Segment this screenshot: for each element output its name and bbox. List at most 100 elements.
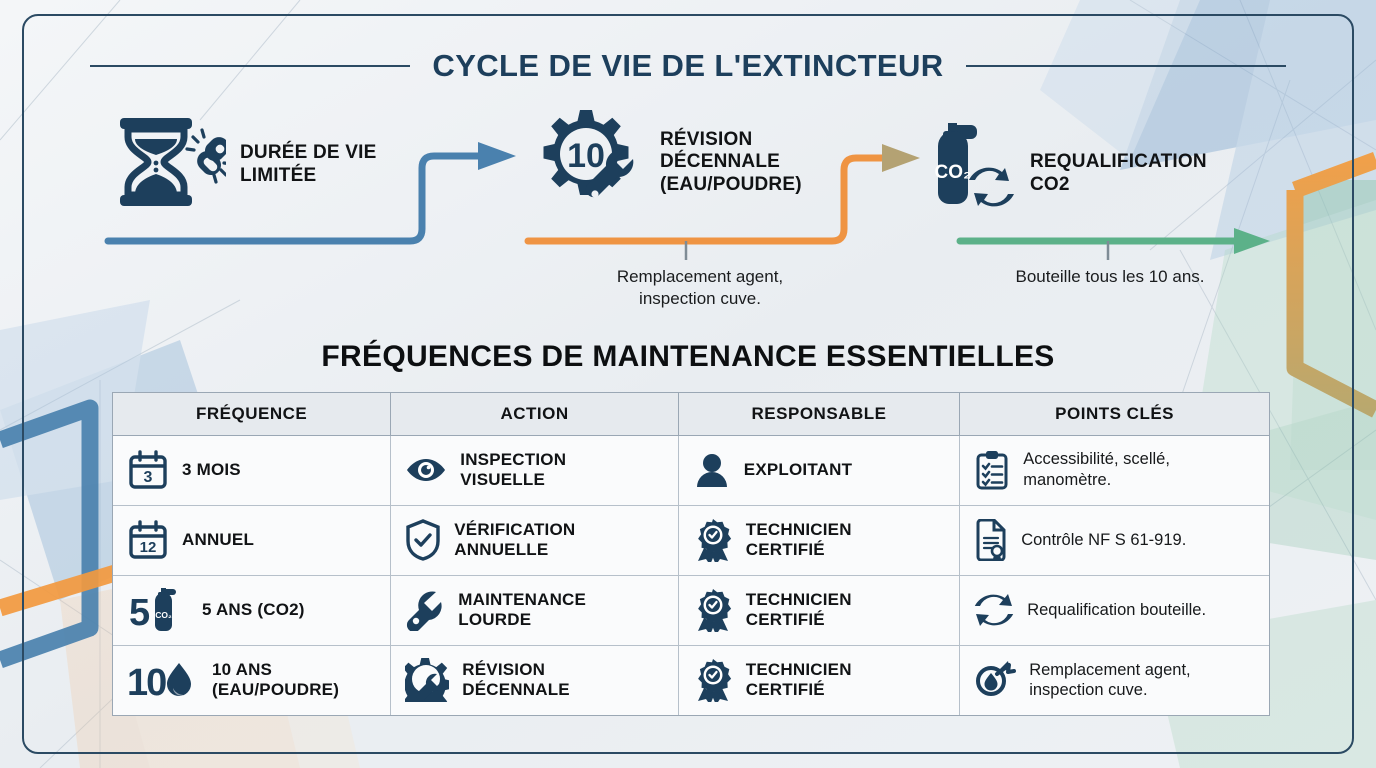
responsable-line-1: TECHNICIEN [745,519,852,539]
connector-blue [104,152,484,245]
drop-magnifier-icon [974,659,1017,701]
flow-step-revision-decennale[interactable]: 10 RÉVISION DÉCENNALE (EAU/POUDRE) [528,108,802,217]
cell-points-cles: Accessibilité, scellé, manomètre. [959,435,1269,506]
table-head: FRÉQUENCE ACTION RESPONSABLE POINTS CLÉS [113,393,1269,436]
gear-wrench-icon [405,658,450,703]
action-label: VÉRIFICATION ANNUELLE [454,520,575,561]
points-cles-text: Accessibilité, scellé, manomètre. [1023,449,1170,490]
action-label: RÉVISION DÉCENNALE [462,660,570,701]
responsable-label: TECHNICIEN CERTIFIÉ [746,520,852,561]
person-icon [693,451,731,489]
table-header-row: FRÉQUENCE ACTION RESPONSABLE POINTS CLÉS [113,393,1269,436]
flow-caption-revision: Remplacement agent, inspection cuve. [560,266,840,310]
flow-label2-line-1: RÉVISION [660,128,753,150]
table-title: FRÉQUENCES DE MAINTENANCE ESSENTIELLES [321,340,1055,373]
certified-badge-icon [693,518,733,562]
frequence-line-1: 10 ANS [212,659,273,679]
action-line-1: RÉVISION [462,659,546,679]
points-line-2: manomètre. [1023,471,1112,489]
points-cles-text: Remplacement agent, inspection cuve. [1029,660,1190,701]
connector-orange [524,154,888,245]
flow-label2-line-3: (EAU/POUDRE) [660,173,802,195]
responsable-label: TECHNICIEN CERTIFIÉ [746,660,852,701]
cell-responsable: EXPLOITANT [678,435,961,506]
action-label: MAINTENANCE LOURDE [458,590,586,631]
svg-text:10: 10 [127,662,166,703]
certified-badge-icon [693,588,733,632]
page-title: CYCLE DE VIE DE L'EXTINCTEUR [432,48,944,83]
title-rule-left [90,65,411,67]
flow-label3-line-1: REQUALIFICATION [1030,151,1207,173]
svg-text:10: 10 [567,137,605,175]
table-body: 3 3 MOIS [113,435,1269,715]
table-row: 10 10 ANS (EAU/POUDRE) [113,645,1269,715]
table-row: 3 3 MOIS [113,435,1269,506]
svg-text:CO₂: CO₂ [935,162,972,183]
recycle-arrows-icon [974,590,1014,630]
column-header-action: ACTION [390,393,679,436]
svg-text:3: 3 [144,469,153,486]
points-line-1: Accessibilité, scellé, [1023,450,1170,469]
frequence-label: 10 ANS (EAU/POUDRE) [212,660,339,701]
cell-points-cles: Remplacement agent, inspection cuve. [959,645,1269,715]
flow-step-label-2: RÉVISION DÉCENNALE (EAU/POUDRE) [660,129,802,196]
arrow-head-blue [478,142,516,170]
five-co2-cylinder-icon: 5 CO₂ [127,587,189,633]
hourglass-broken-chain-icon [108,116,233,213]
flow-label3-line-2: CO2 [1030,173,1070,195]
svg-text:CO₂: CO₂ [155,610,172,620]
action-line-2: ANNUELLE [454,540,549,559]
points-cles-text: Contrôle NF S 61-919. [1021,530,1187,549]
cell-action: RÉVISION DÉCENNALE [390,645,679,715]
responsable-label: EXPLOITANT [743,459,853,479]
frequence-label: 3 MOIS [182,459,241,479]
shield-check-icon [405,519,441,561]
points-cles-text: Requalification bouteille. [1027,600,1207,619]
cell-responsable: TECHNICIEN CERTIFIÉ [678,505,961,576]
calendar-12-icon: 12 [127,519,169,561]
flow-connectors [104,142,1270,260]
maintenance-table: FRÉQUENCE ACTION RESPONSABLE POINTS CLÉS [113,393,1269,715]
title-rule-right [965,65,1286,67]
action-line-2: VISUELLE [460,470,545,489]
action-line-1: VÉRIFICATION [454,519,576,539]
certificate-document-icon [974,519,1008,561]
responsable-line-2: CERTIFIÉ [745,540,825,559]
responsable-line-1: TECHNICIEN [745,659,852,679]
wrench-icon [405,589,445,631]
cell-responsable: TECHNICIEN CERTIFIÉ [678,575,961,646]
svg-text:12: 12 [140,539,157,556]
cell-points-cles: Requalification bouteille. [959,575,1269,646]
caption-1-line-1: Remplacement agent, [616,267,784,286]
points-line-1: Remplacement agent, [1029,660,1191,679]
cell-action: MAINTENANCE LOURDE [390,575,679,646]
column-header-points-cles: POINTS CLÉS [959,393,1269,436]
table-row: 12 ANNUEL [113,505,1269,576]
frequence-line-2: (EAU/POUDRE) [212,680,340,700]
flow-step-duree-de-vie[interactable]: DURÉE DE VIE LIMITÉE [108,116,377,213]
header: CYCLE DE VIE DE L'EXTINCTEUR [0,48,1376,84]
co2-cylinder-recycle-icon: CO₂ [920,122,1016,225]
action-line-1: MAINTENANCE [458,589,587,609]
flow-step-requalification-co2[interactable]: CO₂ REQUALIFICATION CO2 [920,122,1207,225]
action-line-1: INSPECTION [460,449,567,469]
flow-label-line-2: LIMITÉE [240,164,317,186]
arrow-head-orange [882,144,920,172]
flow-label2-line-2: DÉCENNALE [660,151,781,173]
responsable-line-2: CERTIFIÉ [745,680,825,700]
action-line-2: LOURDE [458,610,532,629]
frequence-label: 5 ANS (CO2) [202,599,305,619]
clipboard-check-icon [974,449,1010,491]
action-label: INSPECTION VISUELLE [460,450,566,491]
calendar-3-icon: 3 [127,449,169,491]
gear-ten-wrench-icon: 10 [528,108,646,217]
cell-action: VÉRIFICATION ANNUELLE [390,505,679,576]
cell-frequence: 3 3 MOIS [113,435,392,506]
cell-frequence: 10 10 ANS (EAU/POUDRE) [113,645,392,715]
column-header-responsable: RESPONSABLE [678,393,961,436]
lifecycle-flow: DURÉE DE VIE LIMITÉE 10 [0,108,1376,328]
column-header-frequence: FRÉQUENCE [113,393,392,436]
cell-points-cles: Contrôle NF S 61-919. [959,505,1269,576]
maintenance-table-wrapper: FRÉQUENCE ACTION RESPONSABLE POINTS CLÉS [112,392,1270,716]
table-row: 5 CO₂ 5 ANS (C [113,575,1269,646]
